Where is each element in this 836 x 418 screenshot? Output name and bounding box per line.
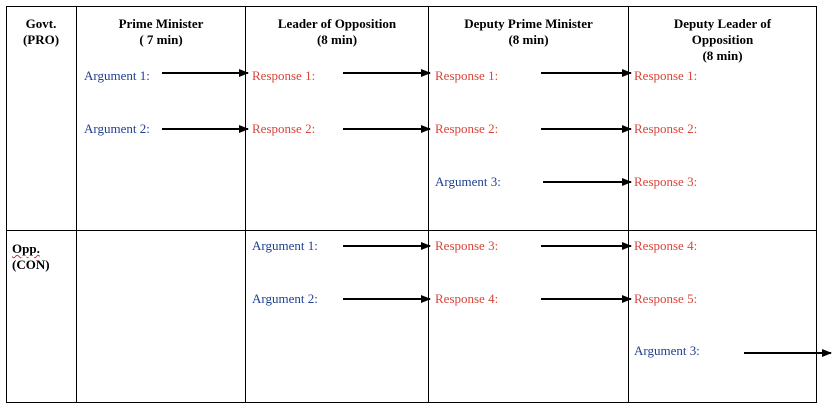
header-title: Leader of Opposition: [277, 16, 397, 31]
opp-side-label: Opp. (CON): [12, 241, 50, 273]
dlo-response-2: Response 2:: [634, 121, 698, 136]
gov-label-line1: Govt.: [25, 16, 57, 31]
dlo-response-4: Response 4:: [634, 238, 698, 253]
header-time: ( 7 min): [139, 32, 183, 47]
table-border: [6, 6, 817, 403]
opp-label-line2: (CON): [12, 257, 50, 272]
dpm-response-1: Response 1:: [435, 68, 499, 83]
dlo-response-1: Response 1:: [634, 68, 698, 83]
lo-argument-2: Argument 2:: [252, 291, 318, 306]
pm-argument-1: Argument 1:: [84, 68, 150, 83]
dlo-response-5: Response 5:: [634, 291, 698, 306]
header-leader-of-opposition: Leader of Opposition (8 min): [246, 16, 428, 48]
header-deputy-prime-minister: Deputy Prime Minister (8 min): [429, 16, 628, 48]
opp-label-line1: Opp.: [12, 241, 40, 256]
header-title: Prime Minister: [118, 16, 204, 31]
header-time: (8 min): [316, 32, 358, 47]
header-deputy-leader-of-opposition: Deputy Leader of Opposition (8 min): [629, 16, 816, 64]
lo-response-1: Response 1:: [252, 68, 316, 83]
lo-argument-1: Argument 1:: [252, 238, 318, 253]
header-prime-minister: Prime Minister ( 7 min): [77, 16, 245, 48]
dpm-argument-3: Argument 3:: [435, 174, 501, 189]
gov-side-label: Govt. (PRO): [8, 16, 74, 48]
header-time: (8 min): [702, 48, 743, 63]
dpm-response-2: Response 2:: [435, 121, 499, 136]
pm-argument-2: Argument 2:: [84, 121, 150, 136]
dpm-response-3: Response 3:: [435, 238, 499, 253]
dlo-response-3: Response 3:: [634, 174, 698, 189]
dpm-response-4: Response 4:: [435, 291, 499, 306]
gov-label-line2: (PRO): [22, 32, 60, 47]
header-time: (8 min): [508, 32, 549, 47]
header-title: Opposition: [691, 32, 754, 47]
header-title: Deputy Leader of: [673, 16, 772, 31]
header-title: Deputy Prime Minister: [464, 16, 593, 31]
dlo-argument-3: Argument 3:: [634, 343, 700, 358]
lo-response-2: Response 2:: [252, 121, 316, 136]
